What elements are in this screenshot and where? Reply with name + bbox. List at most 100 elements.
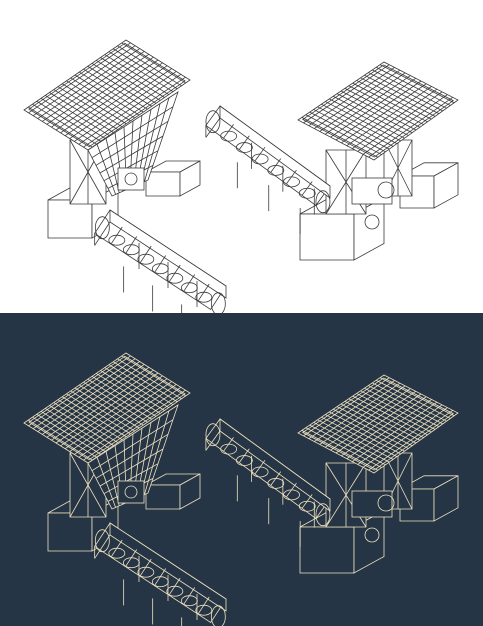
funnel-rib	[95, 433, 169, 479]
funnel-rib	[99, 448, 164, 487]
belt-conveyor	[205, 105, 331, 234]
belt-conveyor	[205, 418, 331, 547]
grate-bar	[28, 355, 131, 427]
grate-bar	[32, 358, 136, 430]
grate-bar	[341, 83, 427, 144]
grate-bar	[319, 72, 406, 132]
roller-bracket	[111, 226, 123, 244]
grate-bar	[368, 409, 453, 471]
roller-bracket	[125, 236, 138, 254]
grate-bar	[303, 377, 390, 437]
grate-bar	[74, 71, 177, 142]
belt-edge	[205, 430, 221, 451]
roller-bracket	[270, 158, 282, 173]
roller-bracket	[254, 146, 266, 162]
belt-edge	[94, 221, 111, 246]
tail-pulley	[94, 529, 110, 553]
belt-edge	[94, 534, 111, 559]
tail-pulley	[205, 110, 221, 134]
roller-bracket	[183, 274, 196, 292]
roller-bracket	[223, 124, 234, 139]
dark-drawing	[23, 352, 459, 626]
grate-bar	[362, 407, 448, 468]
roller-bracket	[286, 169, 297, 184]
grate-bar	[46, 53, 150, 125]
block-front	[145, 171, 181, 197]
grate-inner-frame	[28, 42, 186, 148]
funnel-rib	[99, 135, 164, 174]
grate-bar	[341, 396, 427, 457]
roller-bracket	[270, 471, 282, 486]
belt-conveyor	[94, 522, 227, 626]
roller-bracket	[169, 264, 181, 282]
hopper-grate	[23, 352, 191, 464]
grate-bar	[303, 64, 390, 124]
grate-bar	[83, 76, 186, 148]
roller-bracket	[301, 181, 313, 196]
head-pulley	[315, 503, 331, 527]
hopper-grate	[297, 374, 459, 474]
roller-bracket	[140, 245, 152, 263]
block-front	[299, 213, 355, 261]
belt-head-pulley	[364, 214, 380, 230]
grate-bar	[78, 386, 182, 458]
motor-shaft	[124, 172, 138, 186]
grate-inner-frame	[28, 355, 186, 461]
block-front	[299, 526, 355, 574]
belt-side	[109, 522, 227, 612]
grate-bar	[357, 91, 443, 152]
block-front	[47, 512, 93, 552]
grate-bar	[28, 42, 131, 114]
roller-bracket	[239, 135, 250, 150]
grate-bar	[37, 361, 140, 432]
roller-bracket	[183, 587, 196, 605]
grate-bar	[352, 401, 438, 462]
grate-bar	[78, 73, 182, 145]
tail-pulley	[205, 423, 221, 447]
concrete-base-block	[145, 160, 201, 197]
conveyor-feeder-drawing-dark	[23, 352, 459, 626]
tail-pulley	[94, 216, 110, 240]
grate-bar	[55, 59, 159, 131]
roller-bracket	[111, 539, 123, 557]
hopper-grate	[23, 39, 191, 151]
grate-bar	[37, 48, 140, 119]
grate-bar	[69, 68, 172, 139]
grate-bar	[335, 80, 422, 141]
grate-inner-frame	[302, 377, 454, 471]
belt-side	[109, 209, 227, 299]
drive-motor	[117, 167, 145, 191]
roller-bracket	[301, 494, 313, 509]
roller-bracket	[140, 558, 152, 576]
block-side	[433, 475, 459, 522]
head-pulley	[315, 190, 331, 214]
grate-bar	[330, 390, 416, 451]
grate-bar	[346, 86, 432, 147]
grate-bar	[314, 382, 401, 442]
roller-bracket	[223, 437, 234, 452]
grate-bar	[346, 399, 432, 460]
belt-side	[219, 418, 331, 512]
grate-bar	[308, 380, 395, 440]
head-pulley	[210, 605, 226, 626]
light-blueprint-panel	[23, 39, 459, 313]
grate-bar	[64, 378, 168, 450]
grate-bar	[46, 366, 150, 438]
belt-head-pulley	[364, 527, 380, 543]
concrete-base-block	[145, 473, 201, 510]
roller-bracket	[286, 482, 297, 497]
grate-inner-frame	[302, 64, 454, 158]
hopper-funnel	[87, 404, 179, 510]
grate-bar	[74, 384, 177, 455]
grate-bar	[64, 65, 168, 137]
grate-bar	[60, 62, 163, 134]
funnel-rib	[91, 106, 174, 159]
block-side	[179, 473, 201, 510]
grate-bar	[60, 375, 163, 447]
head-pulley	[210, 292, 226, 313]
belt-conveyor	[94, 209, 227, 313]
roller-bracket	[198, 283, 210, 301]
grate-bar	[324, 75, 411, 135]
motor-pulley	[377, 181, 395, 199]
grate-bar	[368, 96, 453, 158]
